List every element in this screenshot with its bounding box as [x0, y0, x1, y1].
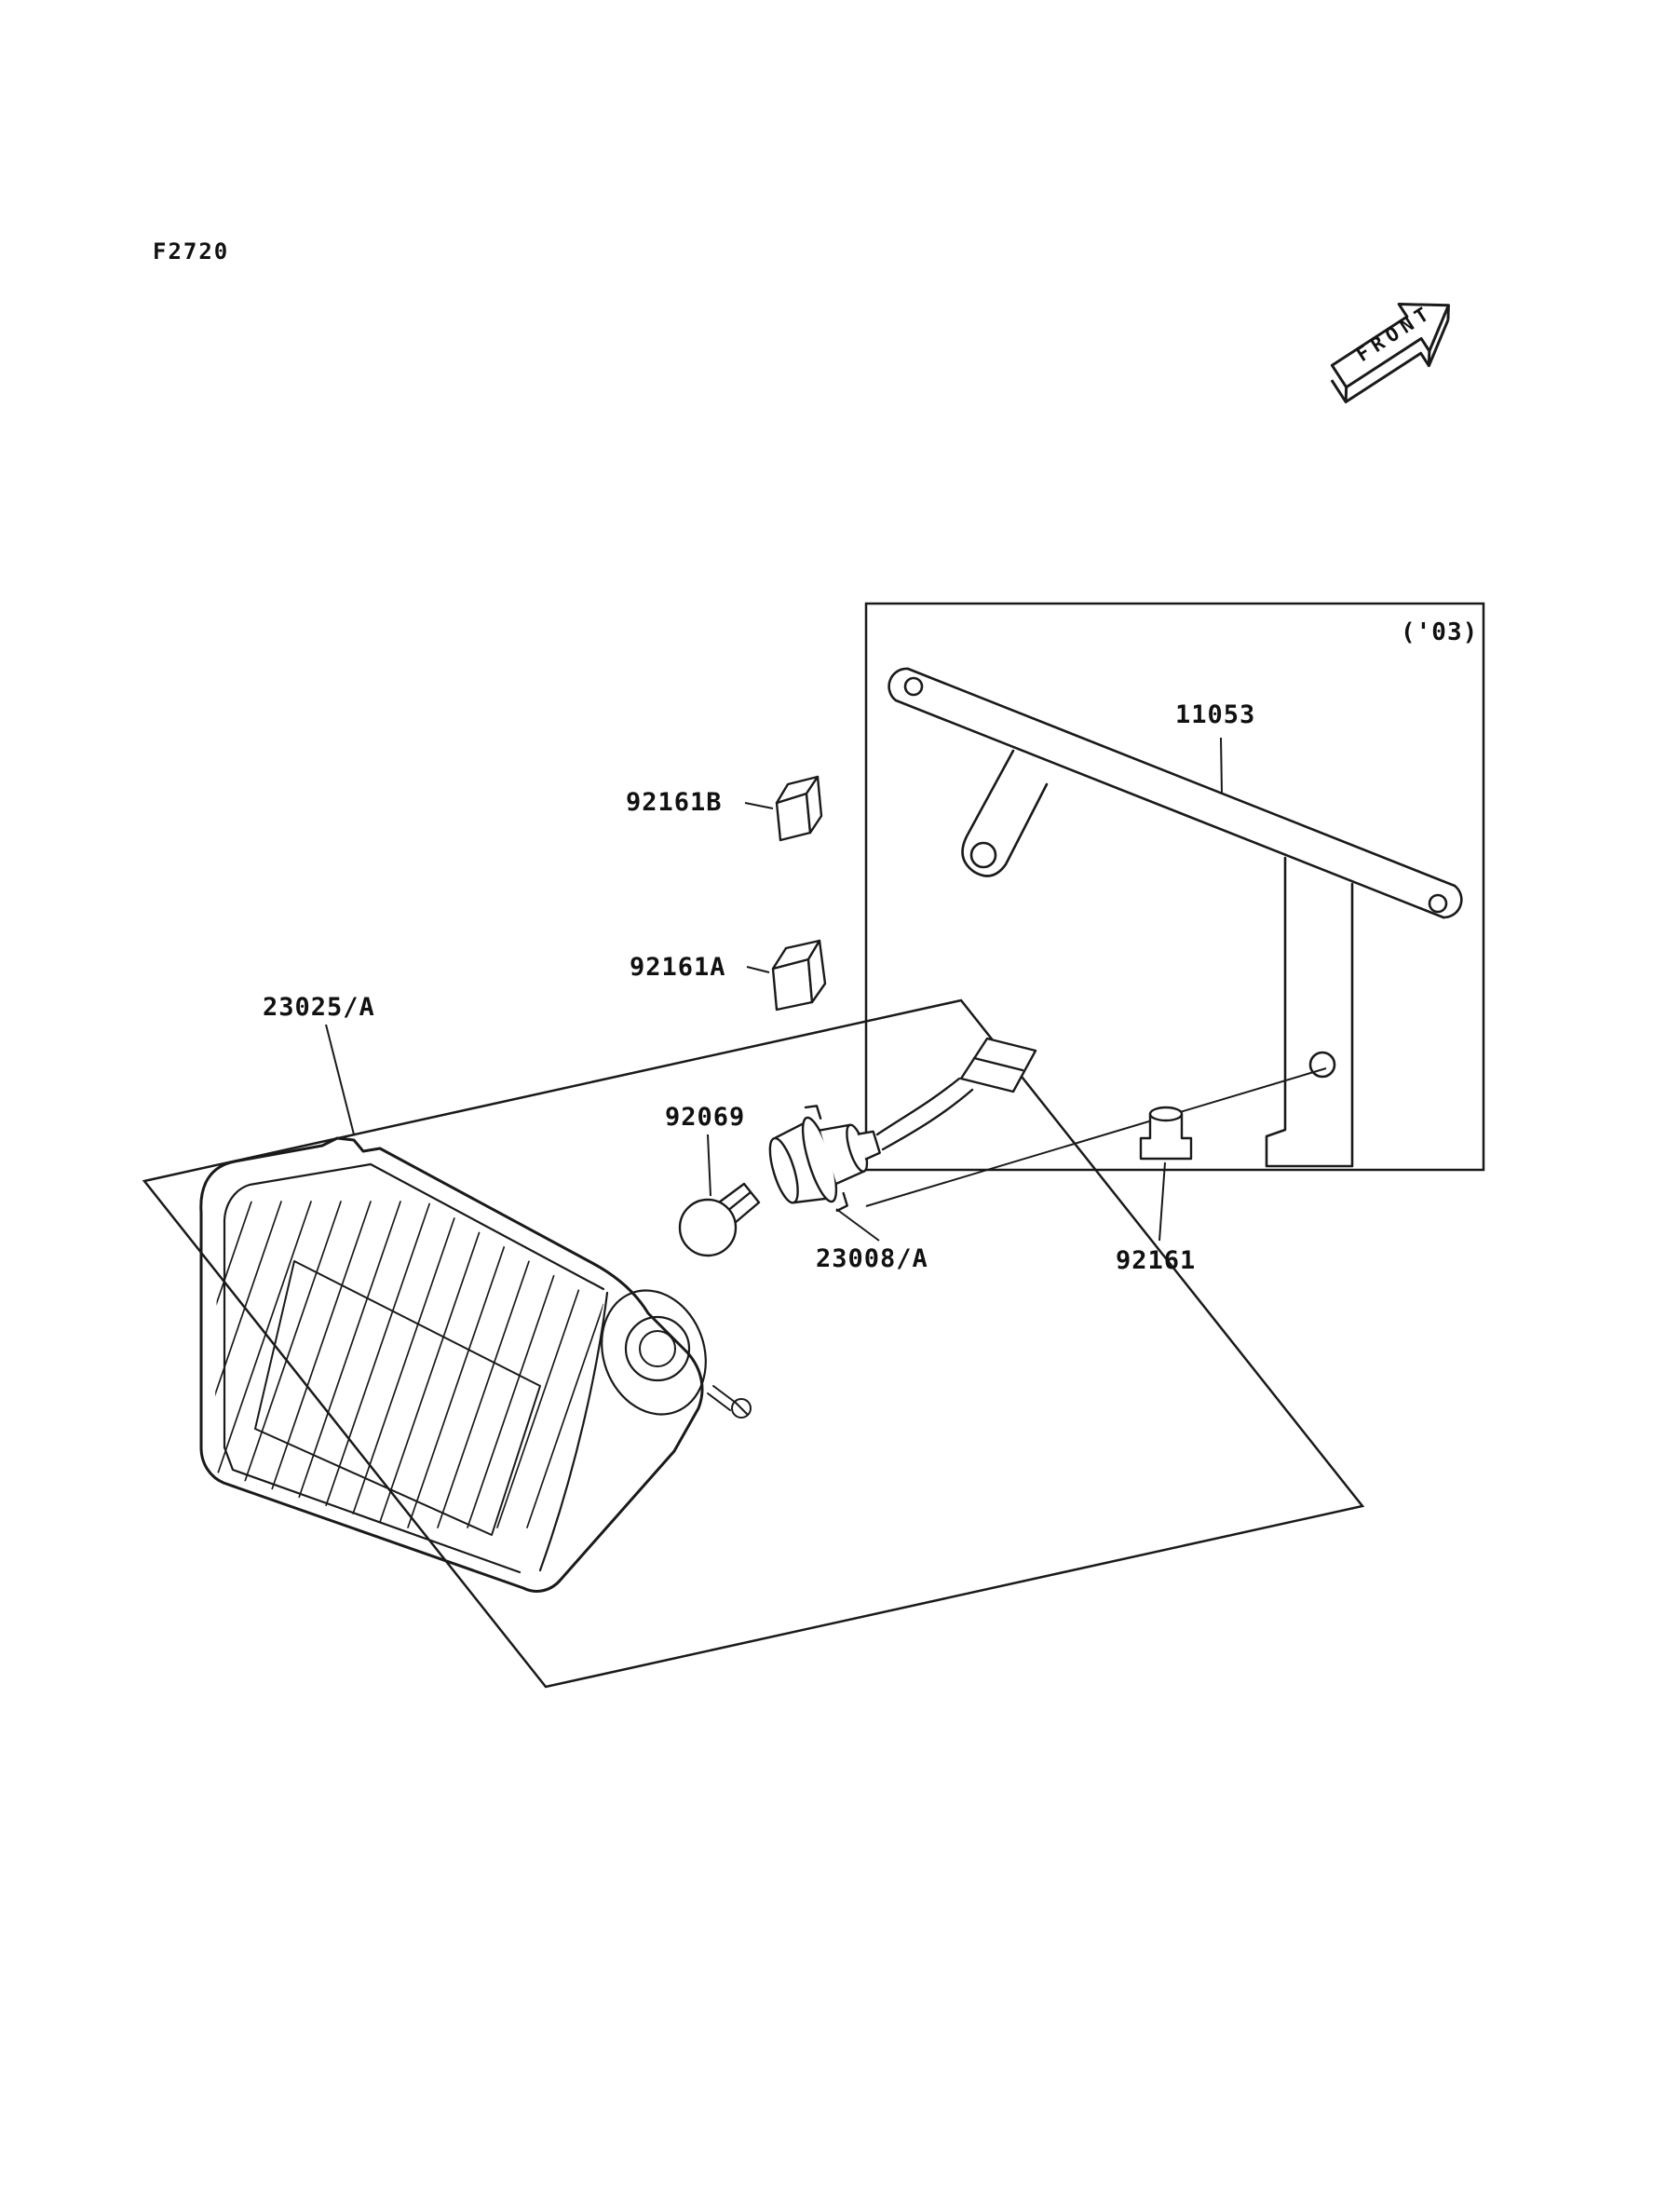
inset-box — [864, 602, 1485, 1172]
part-label-23008a[interactable]: 23008/A — [816, 1244, 928, 1273]
socket-drawing — [768, 1037, 1037, 1213]
part-label-23025a[interactable]: 23025/A — [263, 993, 375, 1022]
bracket-11053-drawing — [887, 667, 1463, 1168]
part-label-92161[interactable]: 92161 — [1116, 1246, 1197, 1275]
bulb-drawing — [678, 1182, 761, 1257]
leader-lines — [325, 737, 1223, 1242]
part-label-92161b[interactable]: 92161B — [626, 788, 723, 817]
lamp-assembly-drawing — [199, 1136, 752, 1593]
model-year-note: ('03) — [1401, 618, 1479, 646]
part-label-92069[interactable]: 92069 — [665, 1103, 746, 1132]
lamp-group-box — [142, 998, 1365, 1689]
damper-92161b-drawing — [775, 775, 823, 842]
part-label-92161a[interactable]: 92161A — [630, 953, 726, 982]
axis-line — [865, 1067, 1327, 1207]
figure-code: F2720 — [153, 238, 230, 265]
grommet-drawing — [1139, 1106, 1193, 1161]
part-label-11053[interactable]: 11053 — [1175, 700, 1256, 729]
front-arrow-icon — [1330, 303, 1450, 404]
damper-92161a-drawing — [771, 939, 827, 1012]
